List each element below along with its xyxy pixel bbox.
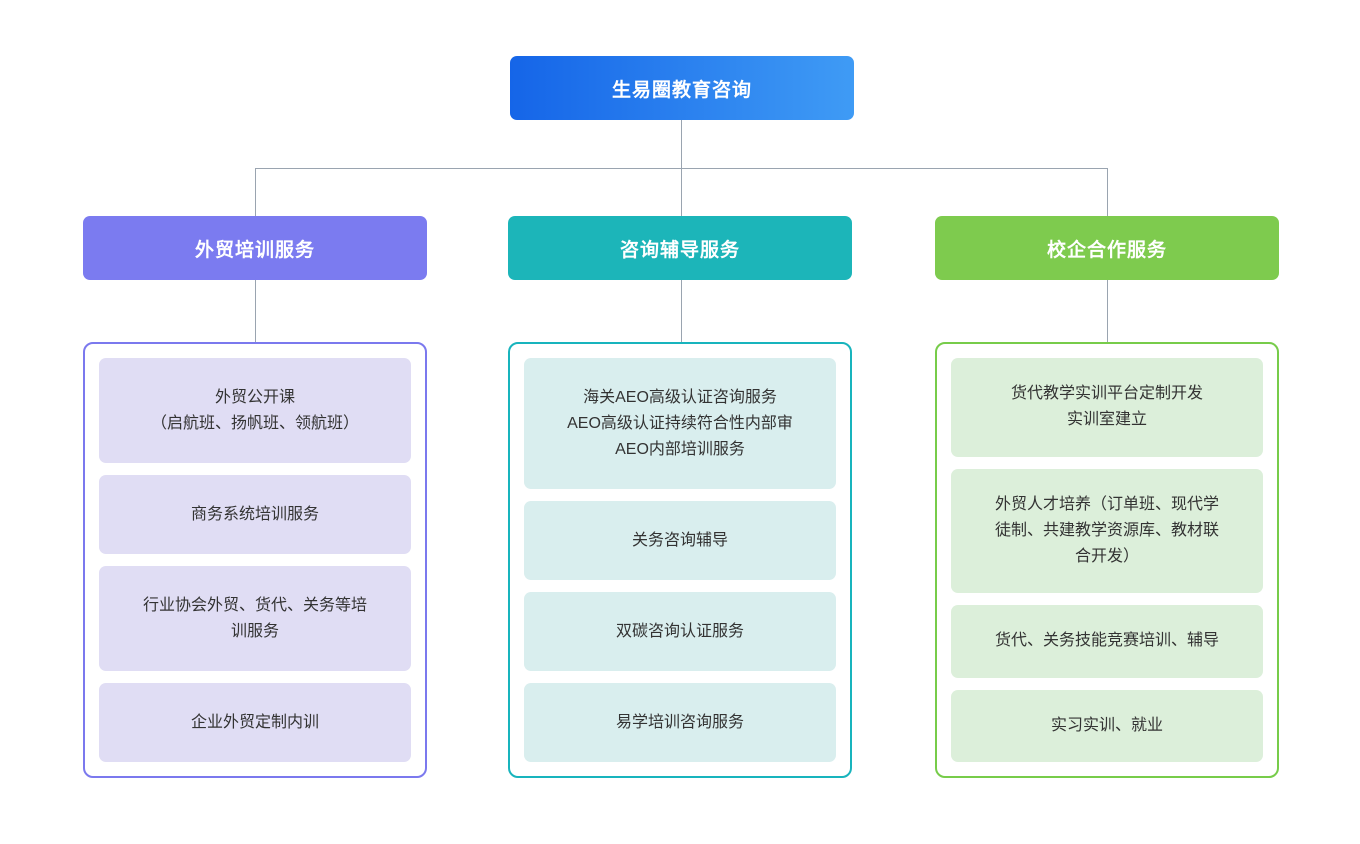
category-header-2[interactable]: 校企合作服务 bbox=[935, 216, 1279, 280]
category-header-label-2: 校企合作服务 bbox=[1046, 239, 1167, 261]
connector-header-to-box-1 bbox=[681, 280, 682, 342]
leaf-card[interactable]: 企业外贸定制内训 bbox=[99, 683, 411, 762]
leaf-card[interactable]: 双碳咨询认证服务 bbox=[524, 592, 836, 671]
category-group-1: 海关AEO高级认证咨询服务 AEO高级认证持续符合性内部审 AEO内部培训服务 … bbox=[508, 342, 852, 778]
category-header-1[interactable]: 咨询辅导服务 bbox=[508, 216, 852, 280]
leaf-card[interactable]: 海关AEO高级认证咨询服务 AEO高级认证持续符合性内部审 AEO内部培训服务 bbox=[524, 358, 836, 489]
leaf-card[interactable]: 外贸公开课 （启航班、扬帆班、领航班） bbox=[99, 358, 411, 463]
root-node-label: 生易圈教育咨询 bbox=[611, 79, 752, 101]
leaf-card[interactable]: 商务系统培训服务 bbox=[99, 475, 411, 554]
connector-root-stem bbox=[681, 120, 682, 168]
category-header-label-0: 外贸培训服务 bbox=[194, 239, 315, 261]
connector-header-to-box-0 bbox=[255, 280, 256, 342]
leaf-card[interactable]: 关务咨询辅导 bbox=[524, 501, 836, 580]
connector-header-to-box-2 bbox=[1107, 280, 1108, 342]
leaf-card[interactable]: 易学培训咨询服务 bbox=[524, 683, 836, 762]
leaf-card[interactable]: 行业协会外贸、货代、关务等培 训服务 bbox=[99, 566, 411, 671]
leaf-card[interactable]: 实习实训、就业 bbox=[951, 689, 1263, 762]
connector-drop-col-1 bbox=[681, 168, 682, 216]
category-group-2: 货代教学实训平台定制开发 实训室建立 外贸人才培养（订单班、现代学 徒制、共建教… bbox=[935, 342, 1279, 778]
category-group-0: 外贸公开课 （启航班、扬帆班、领航班） 商务系统培训服务 行业协会外贸、货代、关… bbox=[83, 342, 427, 778]
category-header-0[interactable]: 外贸培训服务 bbox=[83, 216, 427, 280]
root-node[interactable]: 生易圈教育咨询 bbox=[510, 56, 854, 120]
connector-drop-col-2 bbox=[1107, 168, 1108, 216]
leaf-card[interactable]: 外贸人才培养（订单班、现代学 徒制、共建教学资源库、教材联 合开发） bbox=[951, 468, 1263, 593]
category-header-label-1: 咨询辅导服务 bbox=[619, 239, 740, 261]
leaf-card[interactable]: 货代、关务技能竞赛培训、辅导 bbox=[951, 605, 1263, 678]
connector-drop-col-0 bbox=[255, 168, 256, 216]
leaf-card[interactable]: 货代教学实训平台定制开发 实训室建立 bbox=[951, 358, 1263, 457]
